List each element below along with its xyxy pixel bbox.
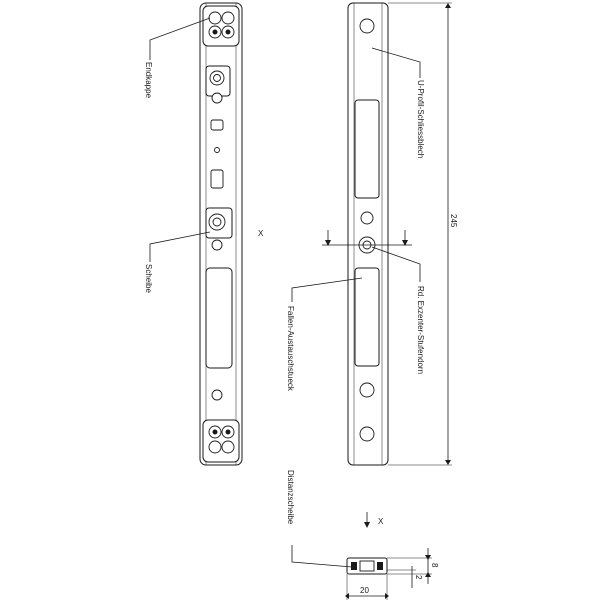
left-assembly-view (149, 2, 243, 466)
strike-hole (360, 211, 374, 225)
distanz-leader (291, 545, 353, 568)
upper-screw (205, 65, 231, 104)
upper-slot (210, 119, 224, 131)
latch-exchange-piece (354, 267, 380, 367)
section-marker-x2: X (378, 517, 384, 526)
upper-strike-slot (354, 99, 380, 199)
dimension-offset: 2 (414, 575, 423, 580)
scheibe-washer (205, 207, 233, 251)
label-exzenter: Rd. Exzenter-Stufendorn (416, 286, 425, 374)
exzenter-leader (371, 246, 421, 282)
latch-slot (205, 267, 233, 369)
u-profil-leader (371, 47, 421, 78)
label-scheibe: Scheibe (144, 264, 153, 293)
section-view (291, 512, 432, 600)
lower-strike-hole (359, 382, 375, 398)
lower-screw-hole (211, 389, 223, 401)
bottom-mount-hole (359, 426, 375, 442)
endkappe-leader (149, 17, 211, 60)
label-endkappe: Endkappe (144, 62, 153, 99)
scheibe-leader (149, 231, 211, 262)
top-mount-hole (359, 18, 375, 34)
top-end-cap (202, 5, 240, 47)
strike-plate-view (291, 2, 452, 466)
label-fallen: Fallen-Austauschstueck (286, 306, 295, 392)
label-distanz: Distanzscheibe (286, 470, 295, 525)
dimension-height: 8 (430, 563, 439, 568)
middle-slot (210, 169, 224, 189)
section-marker-x: X (258, 229, 264, 238)
bottom-end-cap (202, 419, 240, 463)
dimension-width: 20 (360, 586, 369, 595)
dimension-length: 245 (449, 214, 458, 228)
fallen-leader (291, 277, 363, 302)
label-u-profil: U-Profil-Schliessblech (416, 80, 425, 158)
small-hole (214, 147, 220, 153)
